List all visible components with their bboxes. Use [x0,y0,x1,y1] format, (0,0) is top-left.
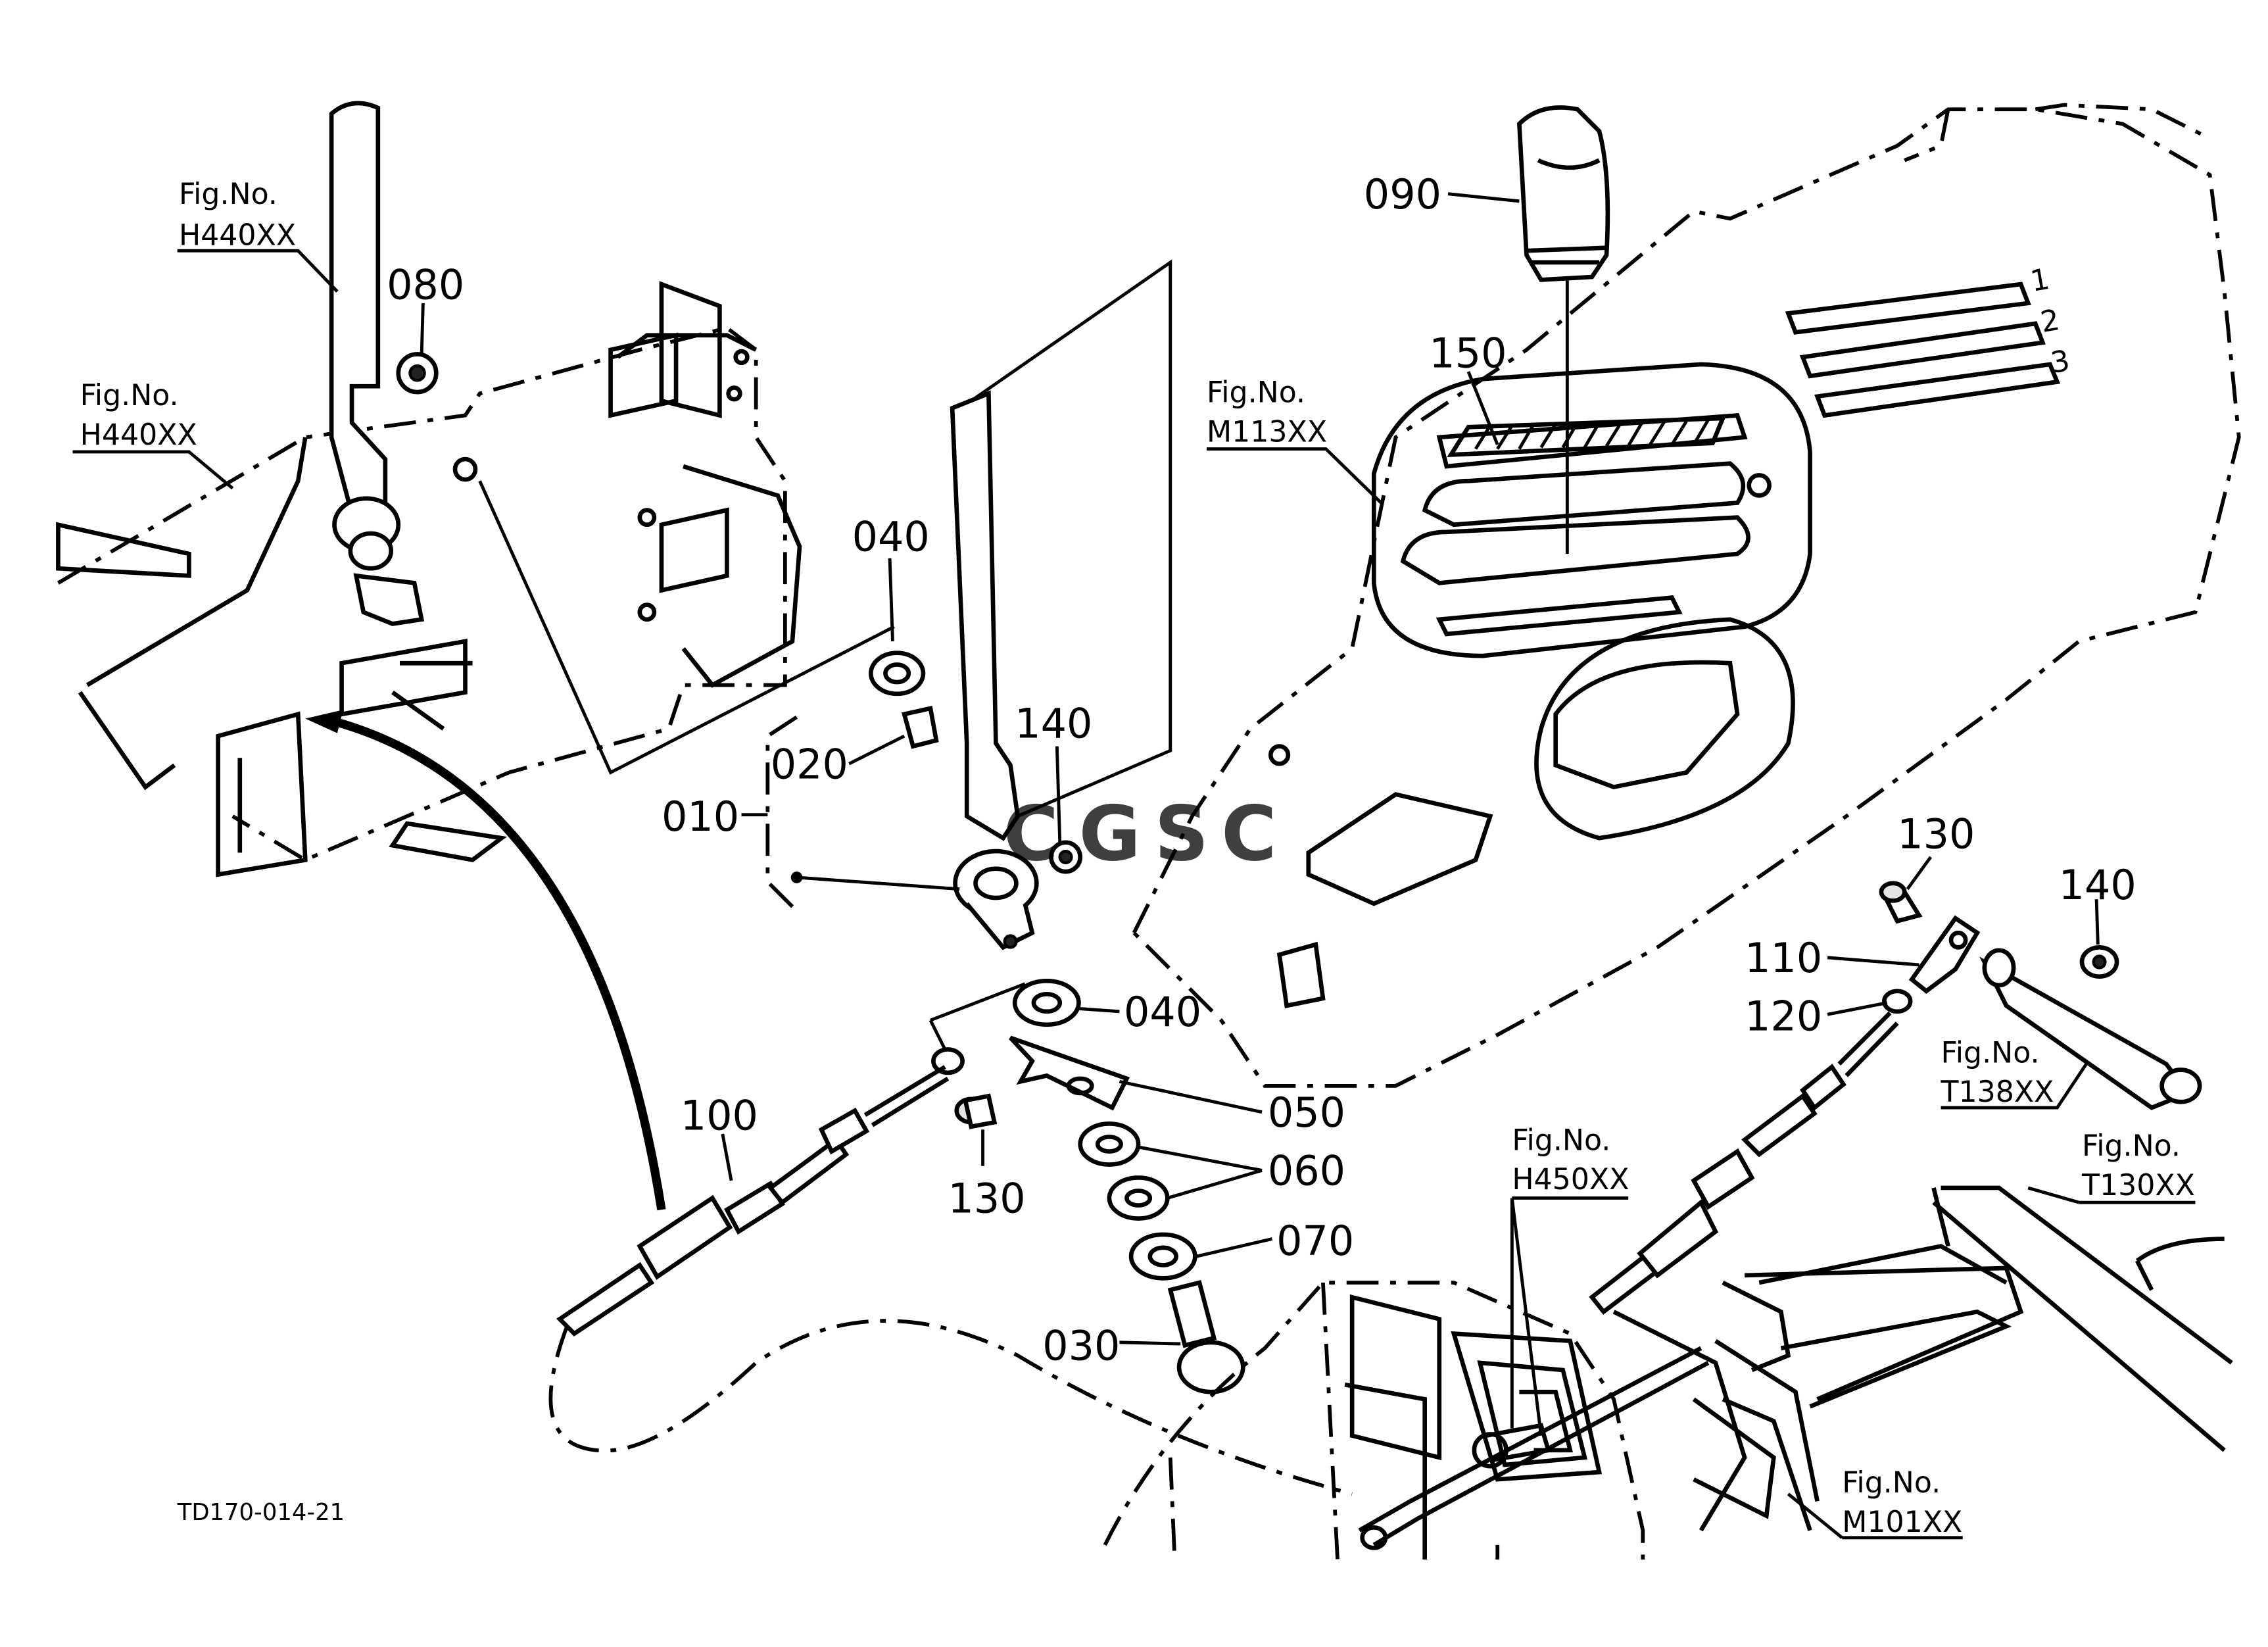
upper-lever [329,101,439,626]
watermark-letter-c1: C [1003,790,1059,878]
part-label-120: 120 [1745,993,1822,1041]
part-label-060: 060 [1268,1146,1345,1194]
gear-mark-1: 1 [2028,262,2052,299]
fig-ref-t130-code: T130XX [2081,1169,2195,1202]
watermark-letter-g: G [1078,790,1140,878]
figure-references: Fig.No. H440XX Fig.No. H440XX Fig.No. M1… [80,178,2195,1539]
gear-mark-3: 3 [2048,344,2073,380]
fig-ref-h440-left-code: H440XX [80,418,197,452]
fig-ref-t138-code: T138XX [1941,1075,2054,1109]
part-number-labels: 080 090 150 040 020 010 140 040 050 060 … [387,170,2136,1370]
fig-ref-t130-label: Fig.No. [2082,1129,2181,1163]
part-label-100: 100 [681,1091,758,1139]
fig-ref-t138-label: Fig.No. [1941,1036,2040,1069]
part-label-040-lower: 040 [1124,988,1201,1036]
fig-ref-h440-top-label: Fig.No. [179,178,277,211]
drawing-code: TD170-014-21 [177,1499,345,1526]
shift-cable-left [305,710,1353,1496]
part-label-110: 110 [1745,934,1822,982]
part-label-030: 030 [1042,1321,1120,1369]
shift-knob [1516,105,1610,554]
fig-ref-h450-label: Fig.No. [1512,1123,1610,1157]
fig-ref-m101-label: Fig.No. [1842,1466,1941,1500]
part-label-010: 010 [662,793,739,841]
leader-lines [72,192,2196,1540]
console-cover [1132,103,2241,1088]
fig-ref-h440-left-label: Fig.No. [80,379,179,412]
watermark-letter-c2: C [1221,790,1276,878]
watermark-letter-s: S [1154,790,1209,878]
hardware-stack [869,651,1245,1394]
part-label-140-right: 140 [2059,861,2136,909]
gate-hatching [1474,418,1710,450]
part-label-140-left: 140 [1015,699,1092,747]
part-label-090: 090 [1364,170,1441,218]
part-label-130-left: 130 [948,1175,1026,1223]
part-label-040-top: 040 [852,513,930,561]
part-label-050: 050 [1268,1089,1345,1137]
part-label-150: 150 [1429,329,1507,377]
fig-ref-h450-code: H450XX [1512,1163,1629,1196]
part-label-080: 080 [387,260,464,308]
lower-frame [1103,1185,2233,1560]
fig-ref-h440-top-code: H440XX [179,218,296,252]
left-bracket-assembly [56,281,802,877]
fig-ref-m101-code: M101XX [1842,1506,1962,1539]
part-label-020: 020 [771,740,848,788]
fig-ref-m113-code: M113XX [1207,415,1327,449]
fig-ref-m113-label: Fig.No. [1207,376,1305,410]
part-label-130-right: 130 [1897,810,1975,858]
part-label-070: 070 [1276,1217,1354,1265]
shift-lever [950,259,1172,950]
shift-cable-right [1589,881,2202,1315]
watermark-logo: C G S C [1003,790,1277,878]
group-bracket-010 [765,715,798,912]
